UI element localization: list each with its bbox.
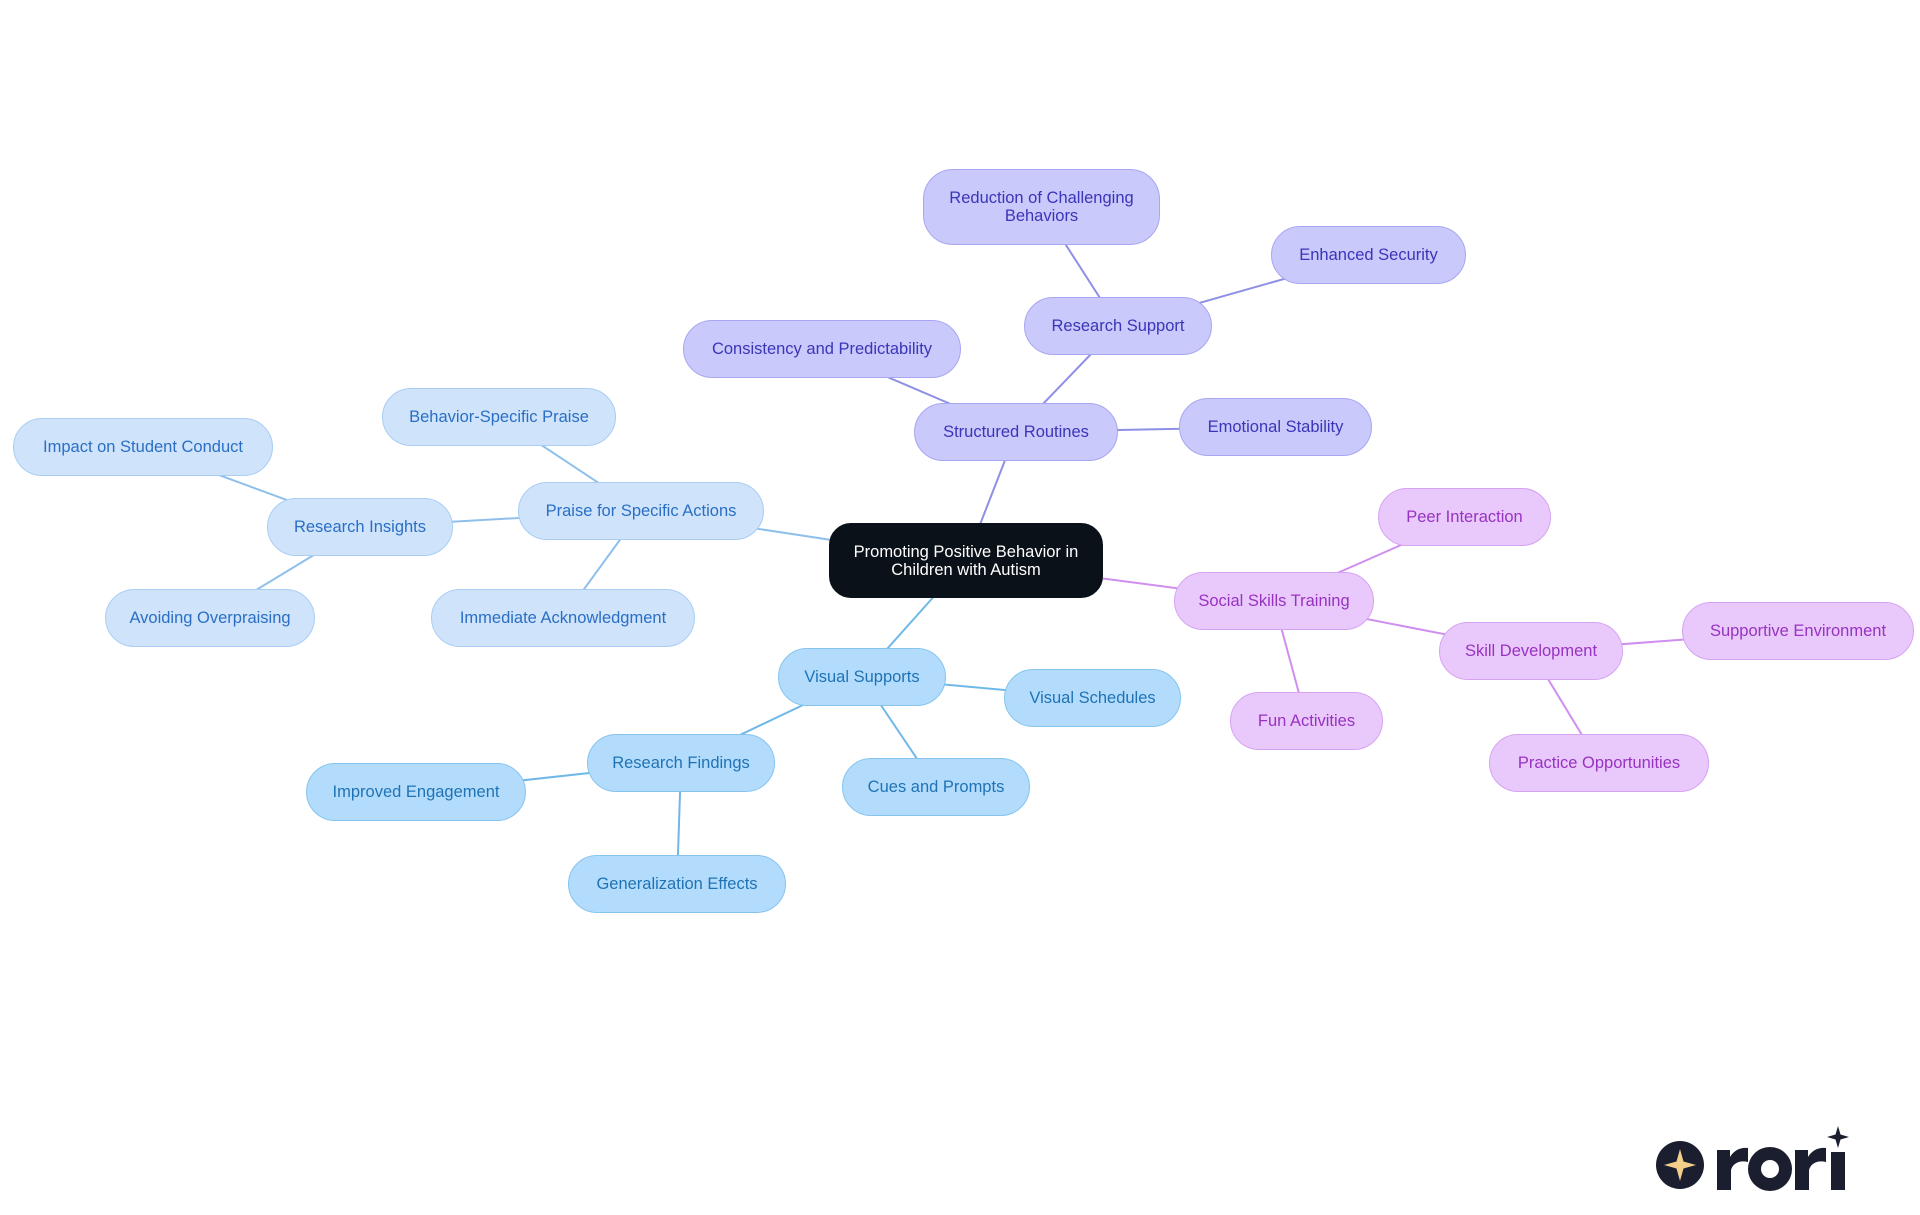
- node-impact-on-student-conduct[interactable]: Impact on Student Conduct: [13, 418, 273, 476]
- node-visual-supports[interactable]: Visual Supports: [778, 648, 946, 706]
- node-visual-schedules[interactable]: Visual Schedules: [1004, 669, 1181, 727]
- node-peer-interaction[interactable]: Peer Interaction: [1378, 488, 1551, 546]
- node-consistency-and-predictability[interactable]: Consistency and Predictability: [683, 320, 961, 378]
- logo-wordmark: [1717, 1126, 1849, 1191]
- sparkle-icon: [1664, 1149, 1696, 1181]
- node-avoiding-overpraising[interactable]: Avoiding Overpraising: [105, 589, 315, 647]
- node-label: Research Insights: [293, 518, 427, 536]
- node-label: Generalization Effects: [596, 875, 758, 893]
- node-label: Emotional Stability: [1207, 418, 1344, 436]
- node-label: Impact on Student Conduct: [43, 438, 243, 456]
- node-label: Enhanced Security: [1299, 246, 1438, 264]
- node-improved-engagement[interactable]: Improved Engagement: [306, 763, 526, 821]
- node-label: Fun Activities: [1257, 712, 1356, 730]
- node-praise-for-specific-actions[interactable]: Praise for Specific Actions: [518, 482, 764, 540]
- node-skill-development[interactable]: Skill Development: [1439, 622, 1623, 680]
- node-label: Social Skills Training: [1198, 592, 1350, 610]
- node-label: Peer Interaction: [1406, 508, 1523, 526]
- node-behavior-specific-praise[interactable]: Behavior-Specific Praise: [382, 388, 616, 446]
- node-label: Research Support: [1051, 317, 1185, 335]
- node-cues-and-prompts[interactable]: Cues and Prompts: [842, 758, 1030, 816]
- node-research-findings[interactable]: Research Findings: [587, 734, 775, 792]
- node-label: Improved Engagement: [332, 783, 500, 801]
- node-label: Skill Development: [1464, 642, 1598, 660]
- rori-logo: [1656, 1126, 1849, 1191]
- node-label: Research Findings: [612, 754, 750, 772]
- node-reduction-of-challenging-behaviors[interactable]: Reduction of Challenging Behaviors: [923, 169, 1160, 245]
- node-label: Reduction of Challenging Behaviors: [949, 189, 1134, 225]
- root-node[interactable]: Promoting Positive Behavior in Children …: [829, 523, 1103, 598]
- node-label: Practice Opportunities: [1517, 754, 1681, 772]
- node-label: Visual Schedules: [1029, 689, 1156, 707]
- node-research-insights[interactable]: Research Insights: [267, 498, 453, 556]
- node-label: Supportive Environment: [1709, 622, 1887, 640]
- node-enhanced-security[interactable]: Enhanced Security: [1271, 226, 1466, 284]
- node-label: Avoiding Overpraising: [129, 609, 291, 627]
- node-label: Immediate Acknowledgment: [459, 609, 667, 627]
- node-structured-routines[interactable]: Structured Routines: [914, 403, 1118, 461]
- node-supportive-environment[interactable]: Supportive Environment: [1682, 602, 1914, 660]
- node-label: Visual Supports: [804, 668, 920, 686]
- node-emotional-stability[interactable]: Emotional Stability: [1179, 398, 1372, 456]
- node-social-skills-training[interactable]: Social Skills Training: [1174, 572, 1374, 630]
- node-label: Structured Routines: [943, 423, 1089, 441]
- node-generalization-effects[interactable]: Generalization Effects: [568, 855, 786, 913]
- node-label: Consistency and Predictability: [711, 340, 933, 358]
- node-research-support[interactable]: Research Support: [1024, 297, 1212, 355]
- node-label: Praise for Specific Actions: [545, 502, 737, 520]
- node-practice-opportunities[interactable]: Practice Opportunities: [1489, 734, 1709, 792]
- root-node-label: Promoting Positive Behavior in Children …: [853, 542, 1079, 579]
- node-immediate-acknowledgment[interactable]: Immediate Acknowledgment: [431, 589, 695, 647]
- node-label: Behavior-Specific Praise: [409, 408, 589, 426]
- node-label: Cues and Prompts: [867, 778, 1005, 796]
- node-fun-activities[interactable]: Fun Activities: [1230, 692, 1383, 750]
